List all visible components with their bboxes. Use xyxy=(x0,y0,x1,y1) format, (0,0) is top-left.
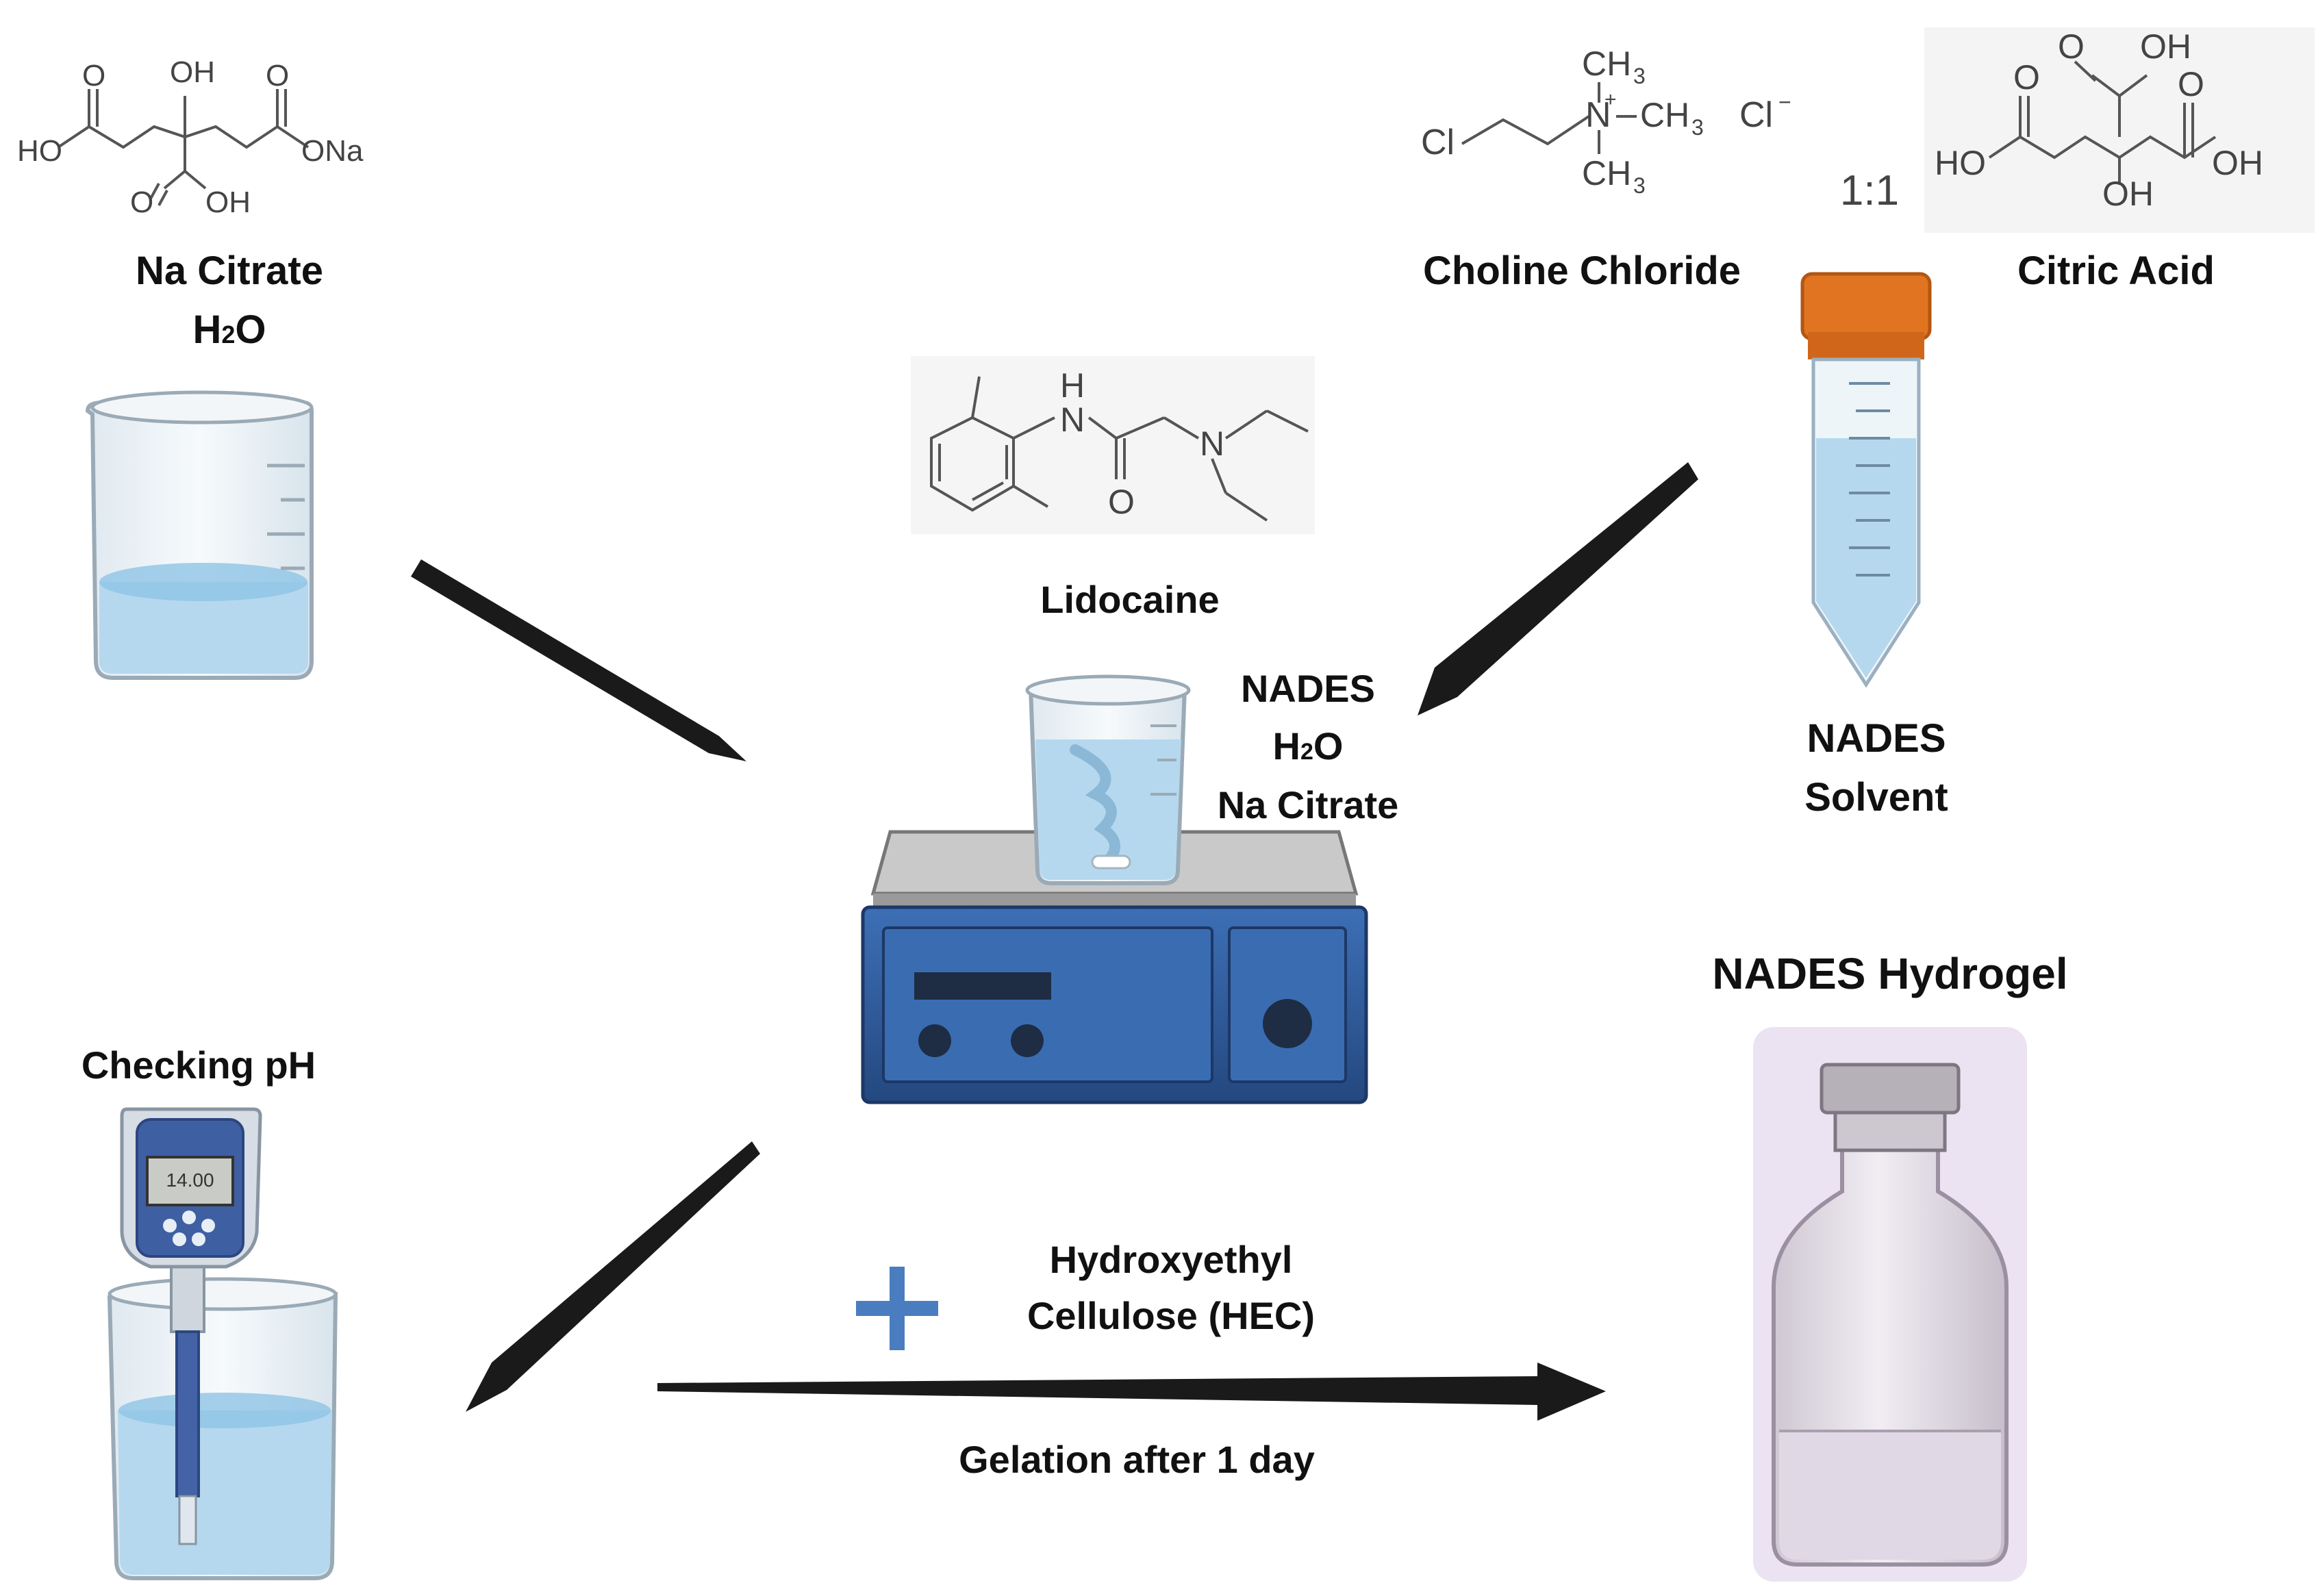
nades-solvent-label-1: NADES xyxy=(1807,716,1946,761)
beaker-na-citrate xyxy=(85,390,314,680)
svg-text:H: H xyxy=(1060,366,1085,405)
svg-text:CH: CH xyxy=(1640,96,1689,134)
svg-text:OH: OH xyxy=(2212,144,2263,182)
na-citrate-label: Na Citrate xyxy=(136,249,323,293)
svg-text:O: O xyxy=(266,59,289,92)
hotplate-knob-3 xyxy=(1263,999,1312,1048)
arrow-stirrer-to-ph xyxy=(466,1141,760,1412)
mixture-water-o: O xyxy=(1313,724,1344,768)
svg-text:OH: OH xyxy=(2102,175,2154,213)
hotplate-knob-2 xyxy=(1011,1024,1044,1057)
mixture-water-subscript: 2 xyxy=(1300,739,1313,765)
lidocaine-label: Lidocaine xyxy=(1040,578,1220,621)
svg-text:O: O xyxy=(2058,27,2085,66)
sodium-citrate-structure: O OH O HO ONa O OH xyxy=(17,55,364,219)
choline-chloride-structure: Cl N + CH 3 CH 3 CH 3 Cl − xyxy=(1421,45,1791,198)
na-citrate-water-label: H2O xyxy=(147,310,312,350)
svg-text:O: O xyxy=(2178,65,2204,103)
beaker-mixture xyxy=(1025,674,1191,885)
mixture-label-3: Na Citrate xyxy=(1217,783,1399,826)
svg-text:N: N xyxy=(1060,401,1085,439)
svg-text:OH: OH xyxy=(170,55,215,89)
water-subscript: 2 xyxy=(221,320,236,349)
hotplate-display xyxy=(914,972,1051,1000)
arrow-beaker-to-stirrer xyxy=(411,559,746,761)
ph-meter xyxy=(120,1107,262,1545)
svg-text:CH: CH xyxy=(1582,154,1631,192)
ph-display-value: 14.00 xyxy=(166,1169,214,1191)
mixture-label-1: NADES xyxy=(1240,667,1376,710)
svg-text:O: O xyxy=(2013,58,2040,97)
svg-text:N: N xyxy=(1200,425,1224,463)
hec-label-1: Hydroxyethyl xyxy=(1049,1238,1293,1281)
svg-text:3: 3 xyxy=(1633,64,1646,88)
svg-text:OH: OH xyxy=(205,186,251,219)
svg-text:O: O xyxy=(1108,483,1135,521)
svg-text:HO: HO xyxy=(17,134,62,168)
vial-stopper xyxy=(1820,1063,1961,1115)
choline-chloride-label: Choline Chloride xyxy=(1423,249,1741,293)
svg-text:OH: OH xyxy=(2140,27,2191,66)
hydrogel-vial xyxy=(1753,1027,2027,1582)
water-o: O xyxy=(235,307,266,352)
svg-text:−: − xyxy=(1778,90,1791,114)
svg-text:Cl: Cl xyxy=(1739,95,1773,135)
beaker-1-liquid xyxy=(99,582,308,674)
mixture-label-2: H2O xyxy=(1205,727,1411,765)
svg-text:CH: CH xyxy=(1582,45,1631,83)
falcon-tube xyxy=(1800,272,1932,688)
ph-display xyxy=(146,1156,234,1206)
ph-meter-beaker xyxy=(107,1277,338,1580)
arrow-tube-to-stirrer xyxy=(1418,462,1698,715)
citric-acid-label: Citric Acid xyxy=(2017,249,2215,293)
svg-text:3: 3 xyxy=(1633,173,1646,198)
citric-acid-structure: O O OH O HO OH OH xyxy=(1924,27,2315,233)
svg-text:Cl: Cl xyxy=(1421,123,1455,162)
hec-label-2: Cellulose (HEC) xyxy=(1027,1294,1316,1337)
svg-text:+: + xyxy=(1604,88,1617,111)
svg-text:N: N xyxy=(1585,95,1611,135)
water-h: H xyxy=(192,307,222,352)
ratio-label: 1:1 xyxy=(1839,167,1900,214)
lidocaine-structure: H N N O xyxy=(911,356,1315,534)
gelation-label: Gelation after 1 day xyxy=(959,1438,1315,1481)
checking-ph-label: Checking pH xyxy=(81,1043,316,1087)
plus-icon xyxy=(856,1267,938,1350)
arrow-gelation xyxy=(657,1363,1606,1421)
hydrogel-label: NADES Hydrogel xyxy=(1712,949,2068,998)
tube-cap xyxy=(1800,272,1932,341)
nades-solvent-label-2: Solvent xyxy=(1804,775,1948,820)
svg-text:ONa: ONa xyxy=(301,134,364,168)
hotplate-knob-1 xyxy=(918,1024,951,1057)
hotplate-stirrer xyxy=(861,830,1368,1104)
svg-text:O: O xyxy=(130,186,153,219)
svg-text:3: 3 xyxy=(1691,115,1704,140)
arrows xyxy=(411,462,1698,1421)
mixture-water-h: H xyxy=(1272,724,1300,768)
svg-text:O: O xyxy=(82,59,105,92)
svg-text:HO: HO xyxy=(1935,144,1986,182)
